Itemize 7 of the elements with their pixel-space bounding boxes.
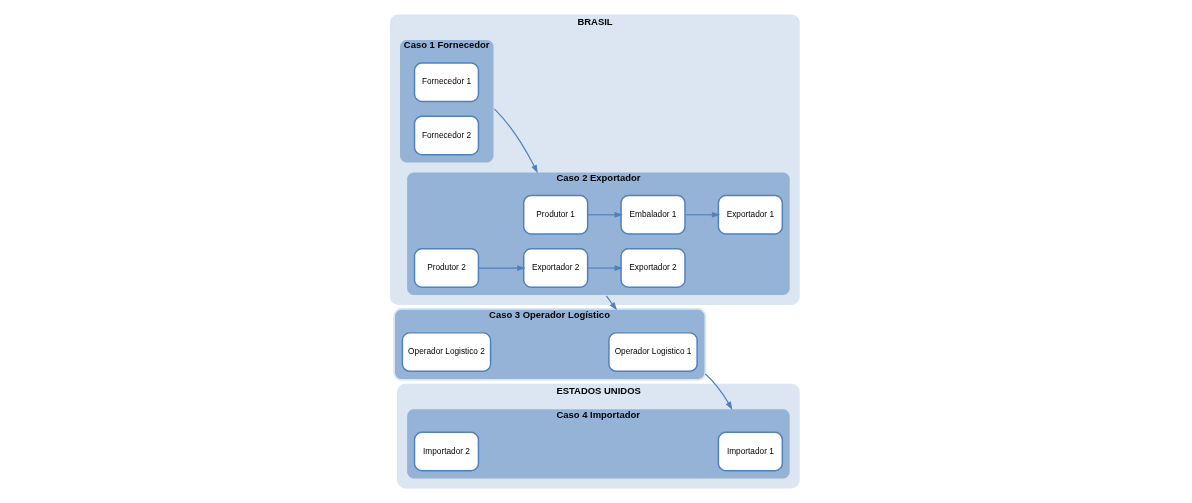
arrow	[704, 373, 732, 410]
arrow	[605, 295, 617, 311]
arrow	[493, 108, 538, 174]
arrow	[586, 265, 623, 271]
arrow	[586, 211, 623, 218]
arrow	[684, 211, 720, 218]
arrow	[477, 265, 525, 271]
